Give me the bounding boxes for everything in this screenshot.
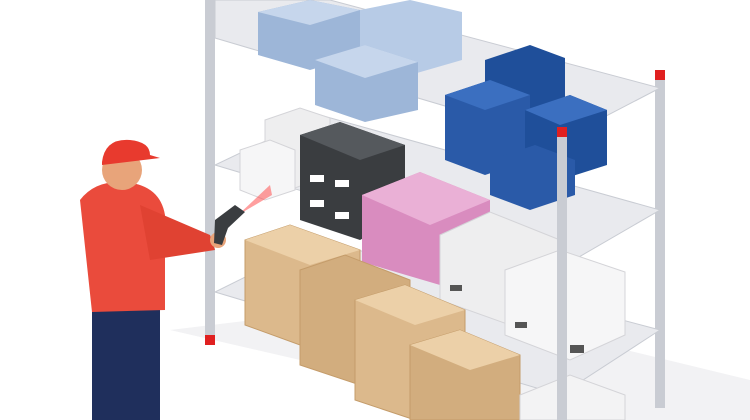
cardboard-boxes [244,224,521,420]
barcode-scanner [214,205,245,245]
worker-arm [140,205,215,260]
warehouse-worker [80,139,245,420]
rack-post-front-left [205,0,215,345]
rack-foot-front-left [205,335,215,345]
rack-post-front-right [557,135,567,420]
worker-cap [102,139,160,165]
light-blue-boxes [258,0,462,122]
rack-cap-front-right [557,127,567,137]
rack-cap-back-right [655,70,665,80]
worker-pants [92,305,160,420]
rack-post-back-right [655,78,665,408]
scanner-beam [238,185,272,215]
